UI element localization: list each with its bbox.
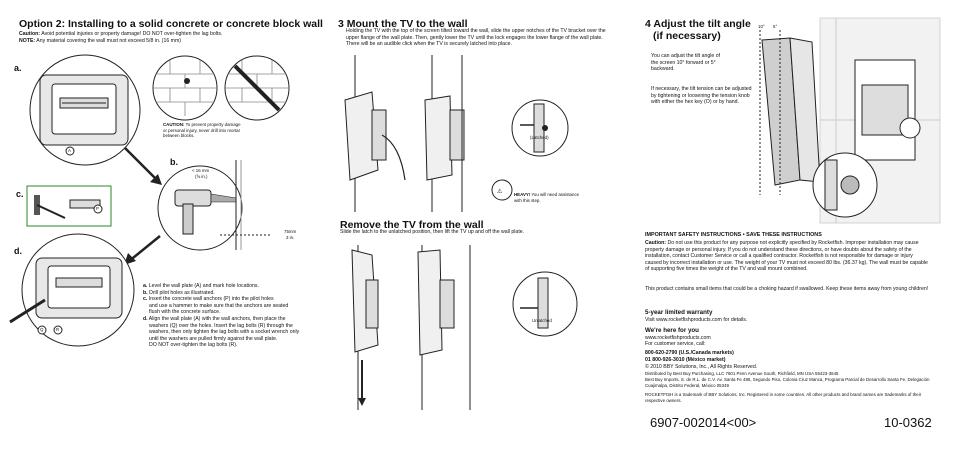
remove-tv-title: Remove the TV from the wall: [340, 219, 484, 231]
tilt-title-line2: (if necessary): [653, 30, 721, 42]
dimension-75mm: 75mm: [284, 229, 297, 234]
instruction-line: until the washers are pulled firmly agai…: [149, 335, 278, 342]
mount-tv-text: Holding the TV with the top of the scree…: [346, 28, 606, 48]
instruction-line: a. Level the wall plate (A) and mark hol…: [143, 283, 259, 289]
mount-tv-title: 3 Mount the TV to the wall: [338, 18, 468, 30]
copyright: © 2010 BBY Solutions, Inc., All Rights R…: [645, 364, 758, 370]
step-d-label: d.: [14, 246, 22, 256]
instruction-line: and use a hammer to make sure that the a…: [149, 302, 289, 309]
trademark: ROCKETFISH is a trademark of BBY Solutio…: [645, 392, 922, 403]
step-a-label: a.: [14, 63, 22, 73]
part-label-q: Q: [40, 327, 44, 332]
unlatched-label: Unlatched: [532, 318, 552, 323]
distributor-us: Distributed by Best Buy Purchasing, LLC …: [645, 371, 839, 376]
contact-url[interactable]: www.rocketfishproducts.com: [645, 335, 711, 341]
document-code: 6907-002014<00>: [650, 415, 757, 430]
part-label-r: R: [56, 327, 60, 332]
remove-tv-text: Slide the latch to the unlatched positio…: [340, 229, 525, 235]
tilt-paragraph-2: If necessary, the tilt tension can be ad…: [651, 86, 752, 106]
contact-phone-mx: 01 800-926-3010 (México market): [645, 357, 726, 363]
safety-caution: Caution: Do not use this product for any…: [645, 240, 928, 273]
dimension-75mm-in: 3 in.: [286, 235, 295, 240]
heavy-warning: HEAVY! You will need assistance with thi…: [514, 192, 580, 203]
safety-choking-warning: This product contains small items that c…: [645, 286, 929, 292]
step-c-label: c.: [16, 189, 24, 199]
option2-caution: Caution: Avoid potential injuries or pro…: [19, 31, 223, 37]
dimension-16mm: < 16 mm: [192, 168, 210, 173]
safety-title: IMPORTANT SAFETY INSTRUCTIONS • SAVE THE…: [645, 232, 822, 238]
contact-phone-us: 800-620-2790 (U.S./Canada markets): [645, 350, 734, 356]
instruction-line: washers (Q) over the holes. Insert the l…: [149, 322, 293, 329]
instruction-line: c. Insert the concrete wall anchors (P) …: [143, 296, 274, 303]
tilt-angle-back: 5°: [773, 24, 778, 29]
tilt-angle-forward: 10°: [758, 24, 765, 29]
step-b-label: b.: [170, 157, 178, 167]
dimension-16mm-in: (⅝ in.): [195, 174, 208, 179]
part-label-a: A: [68, 148, 71, 153]
option2-title: Option 2: Installing to a solid concrete…: [19, 18, 323, 30]
contact-title: We're here for you: [645, 327, 699, 334]
part-label-p: P: [96, 206, 99, 211]
instruction-line: b. Drill pilot holes as illustrated.: [143, 289, 215, 296]
distributor-mx: Best Buy Imports, S. de R.L. de C.V. Av.…: [645, 377, 930, 388]
mortar-caution: CAUTION: To prevent property damage or p…: [163, 122, 241, 139]
option2-note: NOTE: Any material covering the wall mus…: [19, 38, 182, 44]
svg-text:⚠: ⚠: [497, 188, 503, 195]
latched-label: (Latched): [530, 135, 549, 140]
tilt-paragraph-1: You can adjust the tilt angle of the scr…: [651, 53, 721, 73]
instruction-line: d. Align the wall plate (A) with the wal…: [143, 315, 286, 322]
instruction-line: flush with the concrete surface.: [149, 309, 221, 316]
instruction-line: DO NOT over-tighten the lag bolts (R).: [149, 342, 238, 349]
tilt-title-line1: 4 Adjust the tilt angle: [645, 18, 751, 30]
document-date-code: 10-0362: [884, 415, 932, 430]
instruction-line: washers, then only tighten the lag bolts…: [149, 329, 300, 336]
warranty-text: Visit www.rocketfishproducts.com for det…: [645, 317, 748, 323]
warranty-title: 5-year limited warranty: [645, 309, 713, 316]
option2-instructions: a. Level the wall plate (A) and mark hol…: [143, 283, 333, 349]
contact-cs: For customer service, call:: [645, 341, 706, 347]
